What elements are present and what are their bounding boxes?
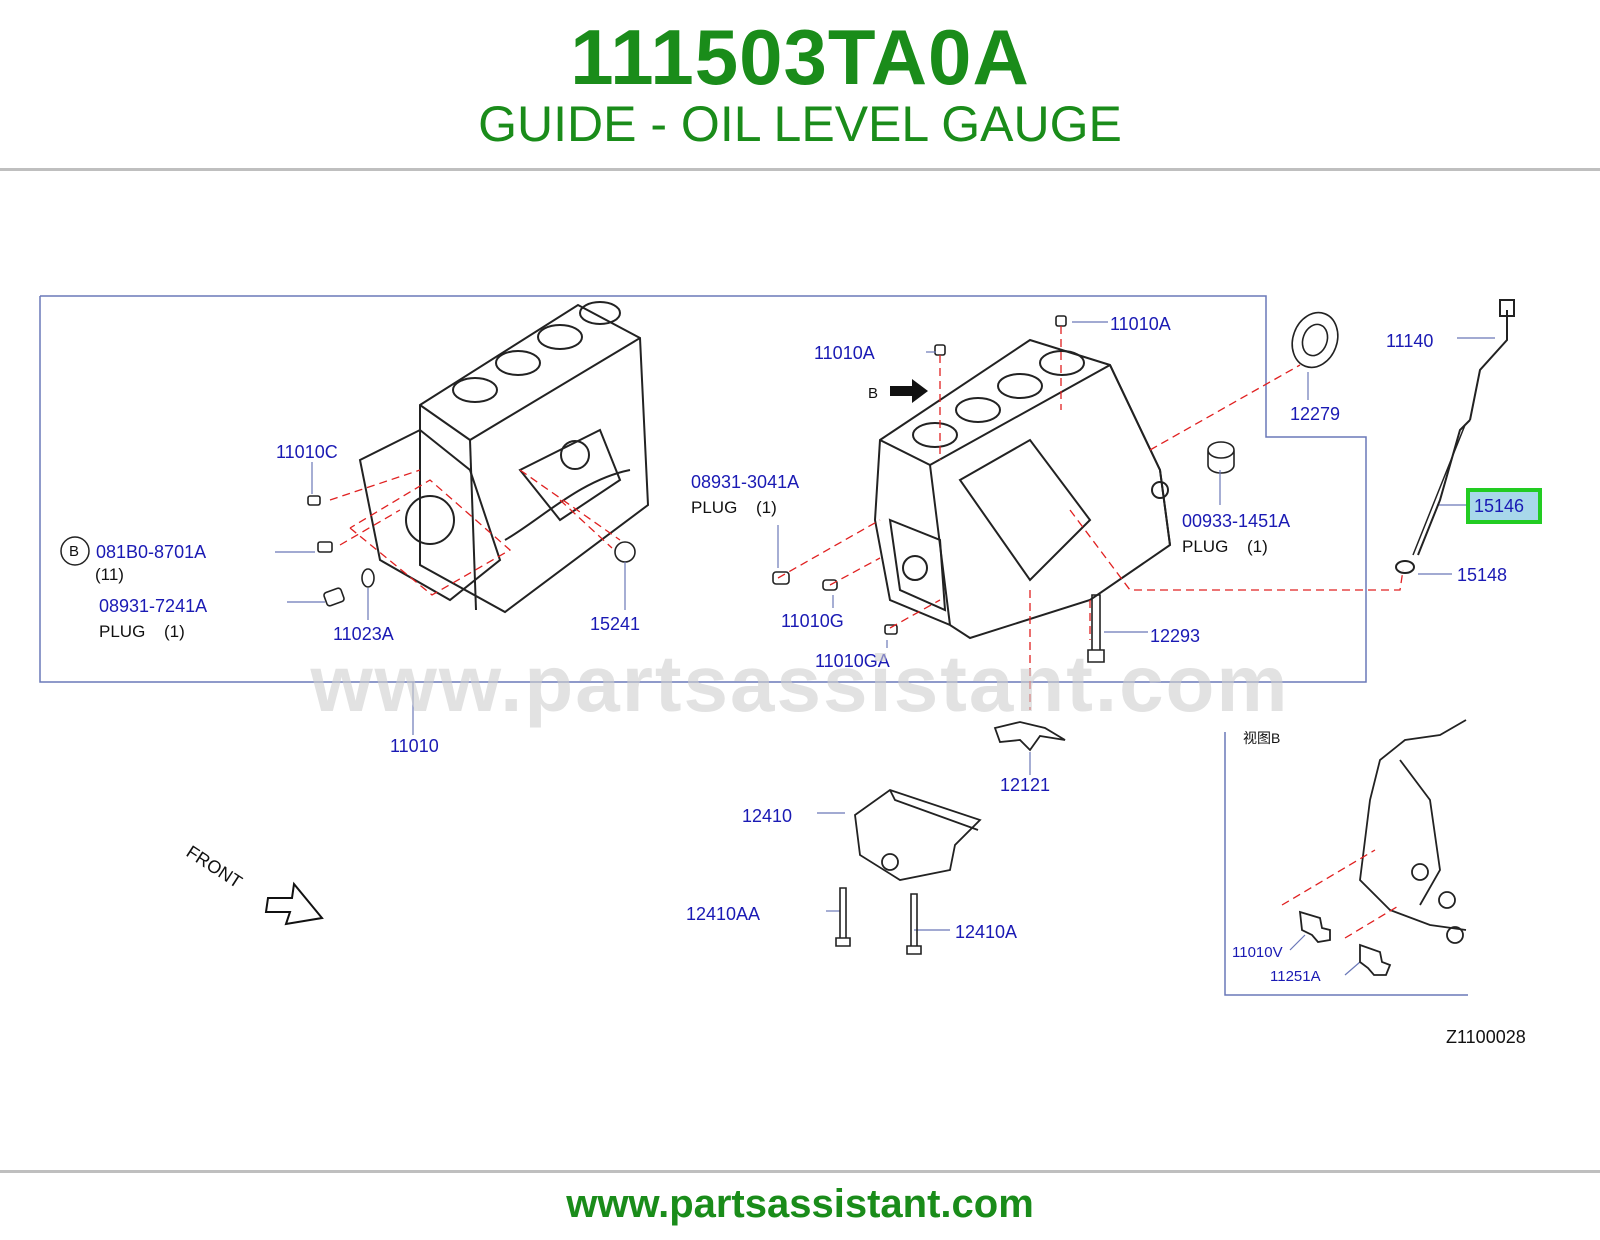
- part-12410: [854, 789, 982, 881]
- label-plug-2-qty: (1): [756, 498, 777, 517]
- view-b-title: 视图B: [1243, 730, 1280, 746]
- small-parts-left: [307, 495, 636, 607]
- parts-diagram: 11010C B 081B0-8701A (11) 08931-7241A PL…: [39, 295, 1542, 1047]
- leader-lines-right-red: [777, 326, 1404, 710]
- oil-level-gauge: [1395, 299, 1515, 574]
- label-081B0-8701A[interactable]: 081B0-8701A: [96, 542, 206, 562]
- label-12410[interactable]: 12410: [742, 806, 792, 826]
- label-12293[interactable]: 12293: [1150, 626, 1200, 646]
- leader-lines-left: [275, 462, 626, 620]
- front-label: FRONT: [183, 842, 246, 893]
- view-b-arrow: [890, 379, 928, 403]
- footer-divider: [0, 1170, 1600, 1173]
- highlight-box-15146: [1466, 488, 1542, 524]
- label-11010A-left[interactable]: 11010A: [814, 343, 875, 363]
- diagram-code: Z1100028: [1446, 1027, 1526, 1047]
- label-11010GA[interactable]: 11010GA: [815, 651, 890, 671]
- label-12279[interactable]: 12279: [1290, 404, 1340, 424]
- header: 111503TA0A GUIDE - OIL LEVEL GAUGE: [0, 0, 1600, 168]
- label-15146[interactable]: 15146: [1474, 496, 1524, 516]
- label-00933-1451A[interactable]: 00933-1451A: [1182, 511, 1290, 531]
- b-marker-letter: B: [69, 543, 79, 560]
- label-11251A[interactable]: 11251A: [1270, 968, 1321, 985]
- part-number-title: 111503TA0A: [570, 13, 1030, 101]
- label-081B0-qty: (11): [95, 565, 124, 584]
- view-b-drawing: [1298, 719, 1467, 976]
- label-11010C[interactable]: 11010C: [276, 442, 338, 462]
- label-plug-1: PLUG: [99, 622, 145, 641]
- assembly-frame: [39, 295, 1367, 683]
- label-12410AA[interactable]: 12410AA: [686, 904, 760, 924]
- label-12410A[interactable]: 12410A: [955, 922, 1017, 942]
- engine-block-left-leaders: [329, 469, 621, 596]
- label-plug-3: PLUG: [1182, 537, 1228, 556]
- engine-block-left: [358, 301, 650, 614]
- view-b-frame: [1224, 732, 1468, 996]
- part-12121: [993, 721, 1066, 752]
- label-11140[interactable]: 11140: [1386, 331, 1433, 351]
- label-08931-3041A[interactable]: 08931-3041A: [691, 472, 799, 492]
- label-11010V[interactable]: 11010V: [1232, 944, 1283, 961]
- label-11010A-right[interactable]: 11010A: [1110, 314, 1171, 334]
- leader-lines-right: [777, 321, 1495, 976]
- bolts-bottom: [835, 887, 922, 955]
- label-11023A[interactable]: 11023A: [333, 624, 394, 644]
- label-11010G[interactable]: 11010G: [781, 611, 844, 631]
- label-plug-3-qty: (1): [1247, 537, 1268, 556]
- label-plug-2: PLUG: [691, 498, 737, 517]
- label-12121[interactable]: 12121: [1000, 775, 1050, 795]
- part-name-subtitle: GUIDE - OIL LEVEL GAUGE: [478, 96, 1122, 152]
- watermark: www.partsassistant.com: [310, 639, 1290, 728]
- front-indicator: [264, 881, 324, 926]
- label-15241[interactable]: 15241: [590, 614, 640, 634]
- view-b-leaders: [1281, 849, 1401, 939]
- label-15148[interactable]: 15148: [1457, 565, 1507, 585]
- label-plug-1-qty: (1): [164, 622, 185, 641]
- b-marker-circle: [60, 536, 90, 566]
- label-08931-7241A[interactable]: 08931-7241A: [99, 596, 207, 616]
- footer-url[interactable]: www.partsassistant.com: [566, 1182, 1034, 1226]
- callout-b-letter: B: [868, 385, 878, 402]
- label-11010[interactable]: 11010: [390, 736, 439, 756]
- header-divider: [0, 168, 1600, 171]
